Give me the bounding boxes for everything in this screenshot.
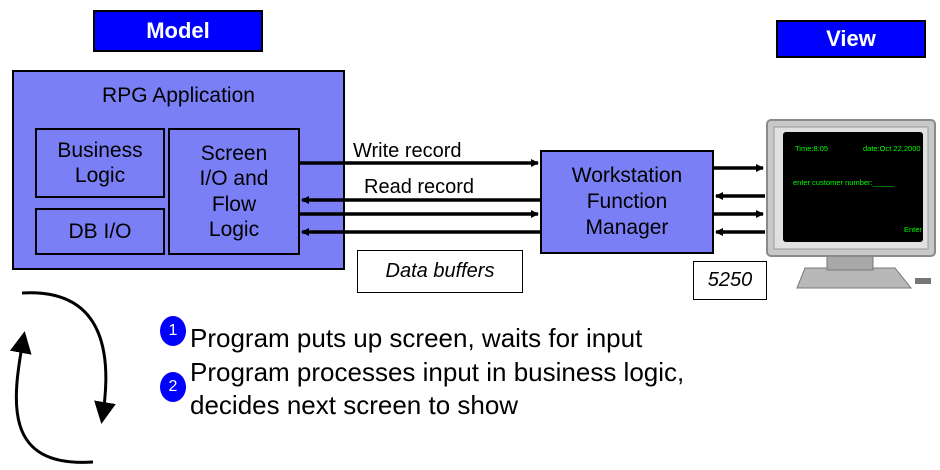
screen-io-line-4: Logic xyxy=(208,217,260,241)
step-2-text-line-1: Program processes input in business logi… xyxy=(190,357,685,387)
write-record-label: Write record xyxy=(353,140,462,162)
wfm-line-2: Function xyxy=(586,189,668,213)
read-record-label: Read record xyxy=(364,176,475,198)
wfm-line-3: Manager xyxy=(585,216,669,240)
step-1-text: Program puts up screen, waits for input xyxy=(190,323,643,353)
data-buffers-box: Data buffers xyxy=(357,250,523,293)
model-label: Model xyxy=(93,10,263,52)
workstation-function-manager-box: Workstation Function Manager xyxy=(540,150,714,254)
terminal-prompt: enter customer number:_____ xyxy=(793,178,894,187)
screen-io-line-1: Screen xyxy=(200,142,268,166)
step-2-badge: 2 xyxy=(160,372,186,402)
terminal-date: date:Oct 22,2000 xyxy=(863,144,921,153)
db-io-box: DB I/O xyxy=(35,208,165,255)
terminal-enter: Enter xyxy=(904,225,922,234)
rpg-application-title: RPG Application xyxy=(102,84,255,107)
terminal-5250: Time:8:05 date:Oct 22,2000 enter custome… xyxy=(765,118,937,290)
wfm-line-1: Workstation xyxy=(571,163,683,187)
screen-io-line-3: Flow xyxy=(211,192,257,216)
cycle-arrow-up xyxy=(9,331,94,464)
business-logic-line-1: Business xyxy=(57,138,143,162)
screen-io-line-2: I/O and xyxy=(199,167,269,191)
cycle-arrow-down xyxy=(21,291,116,424)
monitor-icon xyxy=(766,119,936,289)
view-label: View xyxy=(776,20,926,58)
step-2-text-line-2: decides next screen to show xyxy=(190,390,519,420)
step-1-badge: 1 xyxy=(160,316,186,346)
terminal-time: Time:8:05 xyxy=(795,144,829,153)
terminal-5250-label: 5250 xyxy=(693,261,767,300)
screen-io-box: Screen I/O and Flow Logic xyxy=(168,128,300,255)
business-logic-line-2: Logic xyxy=(74,164,126,187)
business-logic-box: Business Logic xyxy=(35,128,165,198)
